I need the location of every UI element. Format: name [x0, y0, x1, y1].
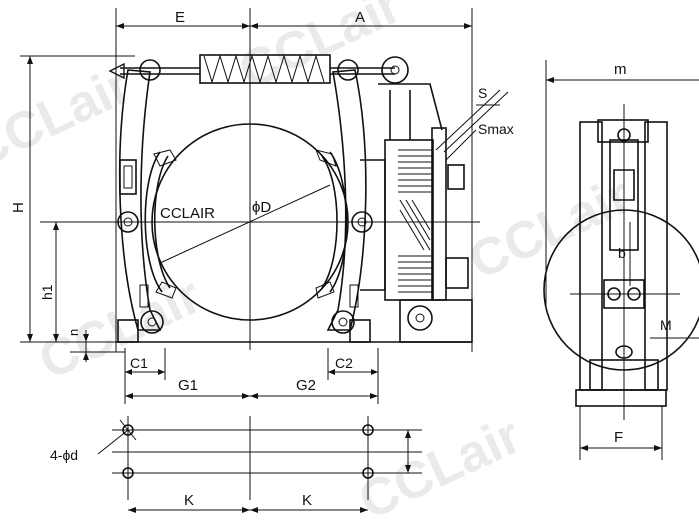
dim-label-C1: C1 — [130, 355, 148, 371]
dim-label-n: n — [66, 329, 81, 336]
dim-label-S: S — [478, 85, 487, 101]
dim-label-h1: h1 — [39, 284, 55, 300]
dim-label-G2: G2 — [296, 377, 316, 394]
left-brake-shoe — [144, 151, 163, 293]
coil-hatch — [398, 149, 432, 293]
front-view: E A H h1 n CCLAIR ϕD — [10, 8, 514, 404]
main-spring — [199, 54, 331, 84]
right-brake-shoe — [329, 151, 348, 293]
watermark: CCLair — [31, 266, 210, 391]
watermark: CCLair — [351, 406, 530, 526]
dim-label-m: m — [614, 61, 627, 78]
dim-label-E: E — [175, 9, 185, 26]
watermark: CCLair — [461, 166, 640, 291]
dim-label-M: M — [660, 317, 672, 333]
right-brake-arm — [326, 69, 367, 331]
dim-label-K-left: K — [184, 492, 194, 509]
dim-label-C2: C2 — [335, 355, 353, 371]
thruster-body — [384, 139, 434, 301]
mounting-hole-plan: 4-ϕd K K — [50, 416, 422, 513]
dim-label-b: b — [618, 245, 626, 261]
dim-label-G1: G1 — [178, 377, 198, 394]
side-view: m b M F — [543, 60, 699, 460]
dim-label-H: H — [10, 202, 27, 213]
watermark: CCLair — [231, 0, 410, 101]
dim-label-holes: 4-ϕd — [50, 447, 78, 463]
dim-label-phiD: ϕD — [252, 199, 271, 216]
dim-label-Smax: Smax — [478, 121, 514, 137]
watermarks: CCLair CCLair CCLair CCLair CCLair — [0, 0, 640, 531]
dim-label-F: F — [614, 429, 623, 446]
dim-label-K-right: K — [302, 492, 312, 509]
dim-label-A: A — [355, 9, 365, 26]
brand-label: CCLAIR — [160, 205, 215, 222]
